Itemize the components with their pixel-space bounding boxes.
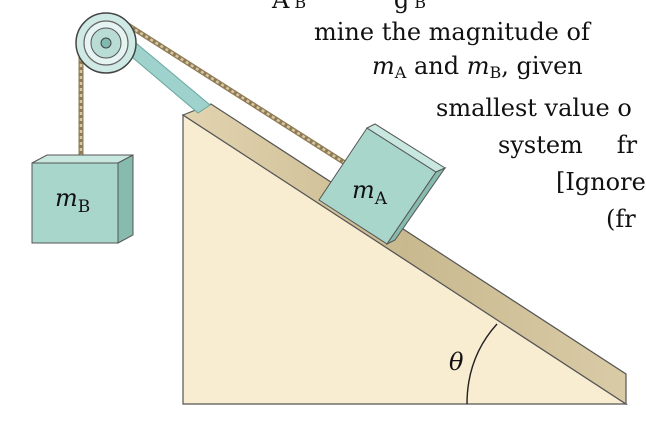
block-b-mass-symbol: m [55, 184, 78, 212]
svg-text:mA: mA [352, 176, 388, 209]
text-line-2: mine the magnitude of [314, 18, 590, 46]
text-line-4: smallest value o [436, 94, 632, 122]
text-line-1: A B g B [272, 0, 427, 14]
svg-text:mB: mB [55, 184, 90, 217]
block-b: mB [31, 154, 134, 244]
block-a-mass-symbol: m [352, 176, 375, 204]
angle-arc [466, 323, 498, 405]
text-line-3: mA and mB, given [372, 52, 583, 82]
block-a: mA [318, 123, 447, 246]
block-b-mass-subscript: B [78, 197, 91, 217]
angle-theta-label: θ [449, 348, 464, 376]
pulley-axle [100, 37, 112, 49]
text-line-6: [Ignore [556, 168, 646, 196]
text-line-7: (fr [606, 205, 636, 233]
block-a-mass-subscript: A [374, 189, 388, 209]
